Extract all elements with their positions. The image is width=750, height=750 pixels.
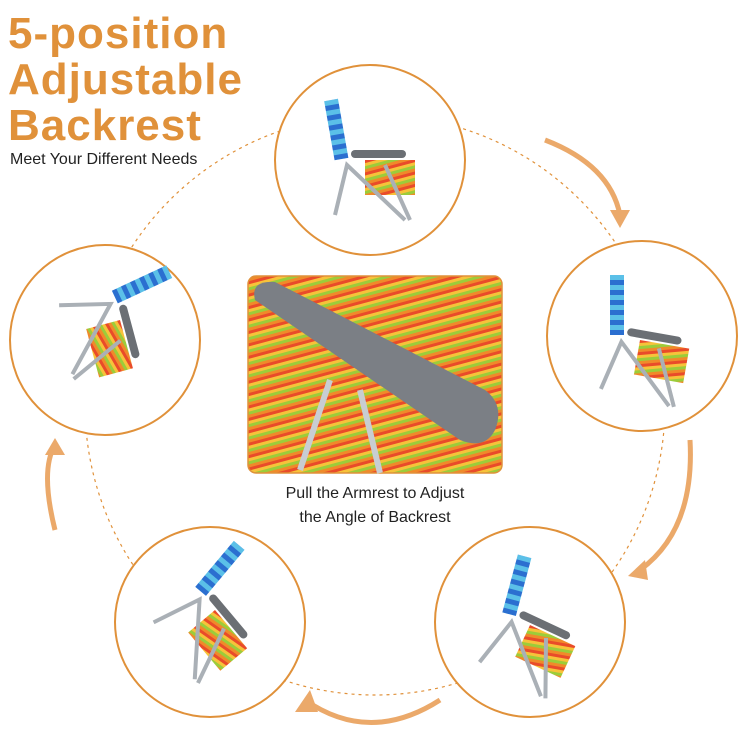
heading-line-3: Backrest (8, 101, 202, 150)
arrow-heads (45, 210, 648, 712)
caption-line-1: Pull the Armrest to Adjust (285, 485, 465, 502)
heading-line-2: Adjustable (8, 55, 243, 104)
subtitle: Meet Your Different Needs (10, 151, 198, 168)
caption-line-2: the Angle of Backrest (299, 509, 451, 526)
heading-line-1: 5-position (8, 9, 229, 58)
armrest-closeup (247, 275, 503, 474)
